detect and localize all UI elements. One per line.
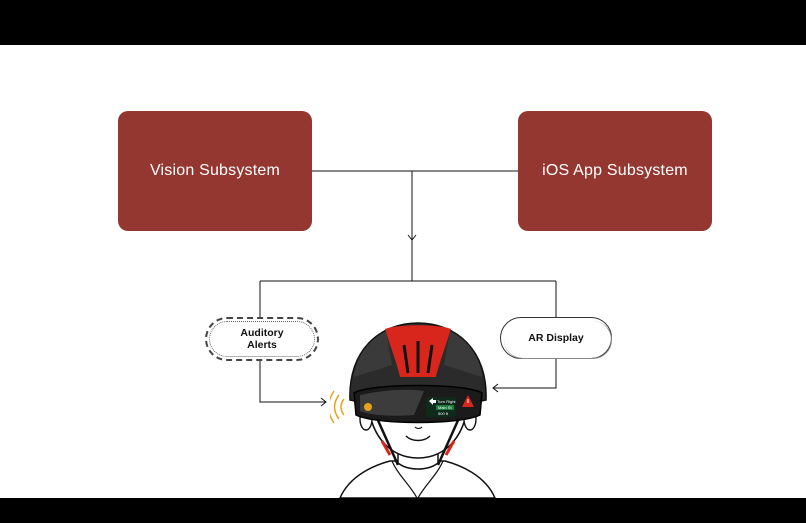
hud-instruction: Turn Right — [437, 399, 456, 404]
auditory-alerts-label: Auditory Alerts — [240, 327, 284, 351]
auditory-alerts-node: Auditory Alerts — [205, 317, 319, 361]
ar-to-rider-line — [493, 357, 557, 389]
ios-subsystem-box: iOS App Subsystem — [518, 111, 712, 231]
ar-display-label: AR Display — [528, 332, 584, 344]
ar-display-node: AR Display — [500, 317, 612, 359]
left-arrow-icon — [492, 383, 499, 393]
ios-subsystem-label: iOS App Subsystem — [542, 162, 688, 179]
auditory-to-rider-line — [259, 357, 326, 403]
right-arrow-icon — [320, 397, 327, 407]
smile — [405, 435, 431, 442]
turn-arrow-icon — [429, 398, 436, 405]
connector-lines — [259, 170, 557, 407]
vision-subsystem-box: Vision Subsystem — [118, 111, 312, 231]
sound-wave-icon — [330, 390, 345, 424]
rider-illustration: Turn Right Main St 500 ft — [330, 322, 496, 498]
vision-subsystem-label: Vision Subsystem — [149, 162, 281, 179]
hud-distance: 500 ft — [438, 411, 449, 416]
shoulders — [339, 460, 496, 498]
slide-canvas: Vision Subsystem iOS App Subsystem Audit… — [0, 45, 806, 498]
hud-street: Main St — [438, 405, 452, 410]
